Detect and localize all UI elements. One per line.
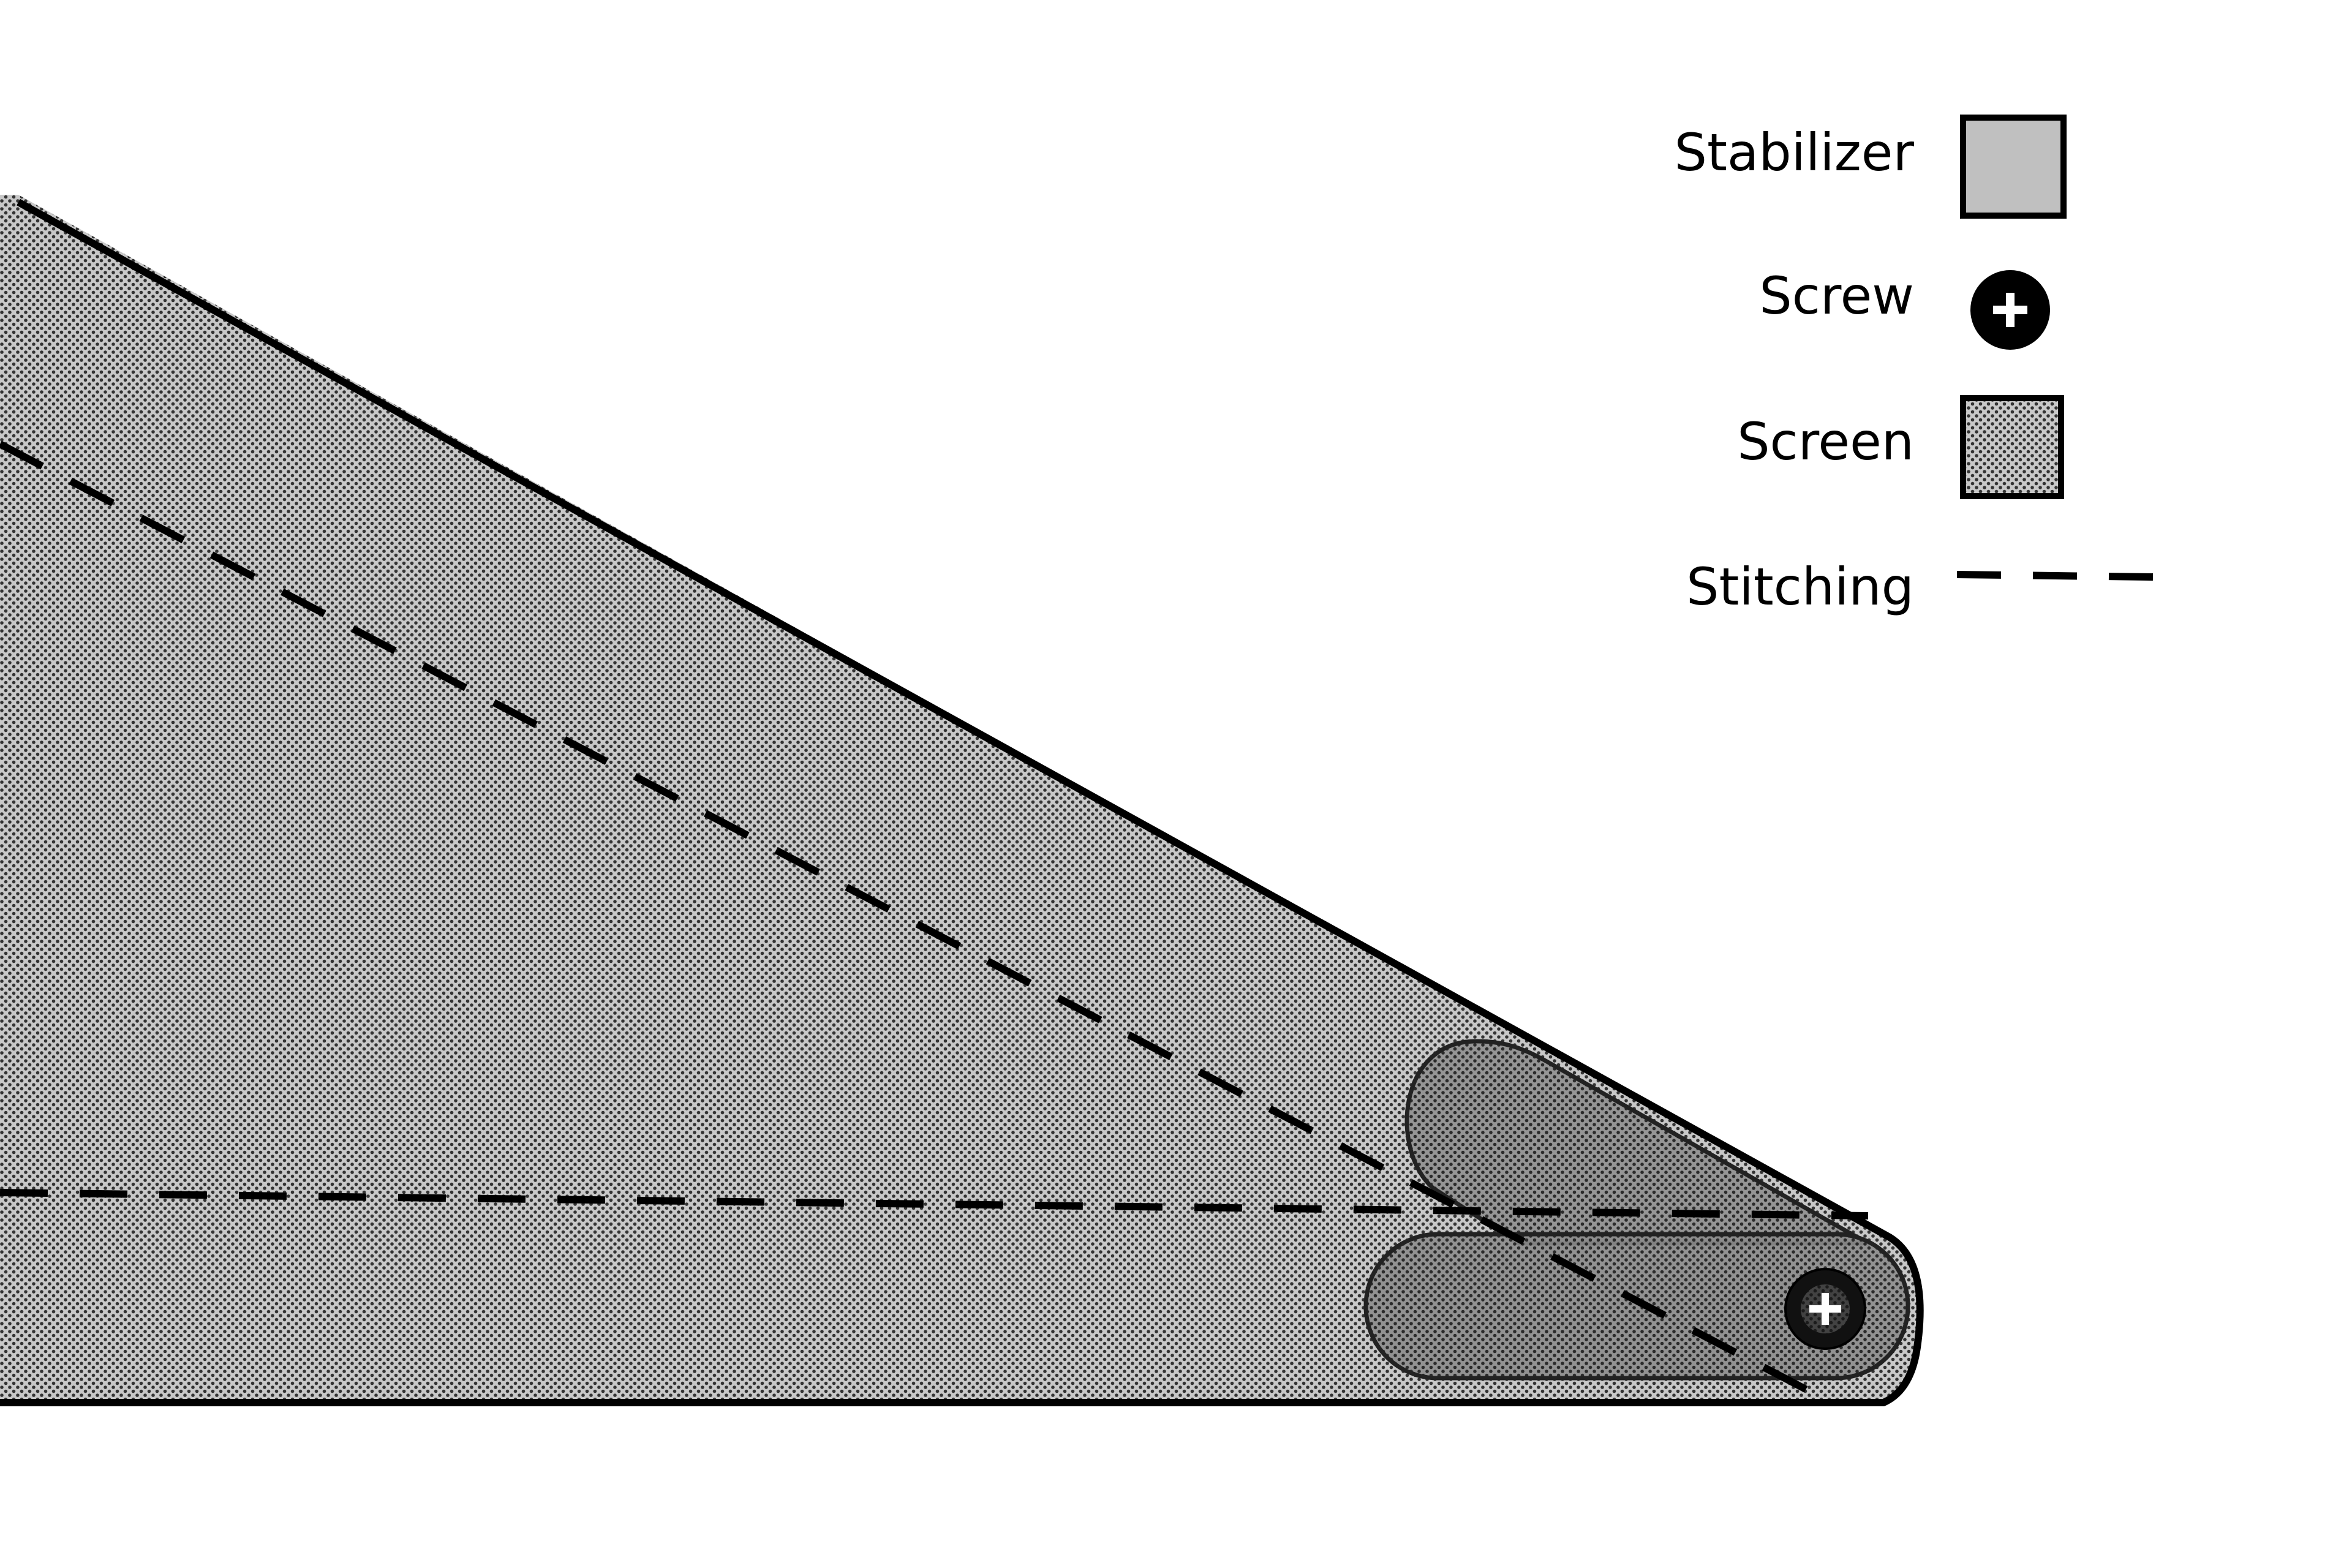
legend-swatch-stabilizer <box>1960 115 2067 219</box>
legend: Stabilizer Screw Screen Stitching <box>1675 115 2154 617</box>
legend-swatch-stitching <box>1956 571 2154 581</box>
legend-label-screw: Screw <box>1759 266 1914 326</box>
legend-swatch-screen <box>1960 395 2064 499</box>
screen-panel-outline <box>0 198 1924 1406</box>
legend-label-stitching: Stitching <box>1686 557 1914 617</box>
legend-label-stabilizer: Stabilizer <box>1675 123 1915 183</box>
legend-label-screen: Screen <box>1737 412 1914 472</box>
stabilizer-upper <box>1404 1039 1877 1246</box>
screw-icon <box>1784 1268 1866 1350</box>
stabilizer-lower <box>1363 1232 1910 1381</box>
legend-screw-icon <box>1970 270 2050 350</box>
stitching-horizontal <box>0 1189 1869 1219</box>
stitching-diagonal <box>0 440 1833 1406</box>
